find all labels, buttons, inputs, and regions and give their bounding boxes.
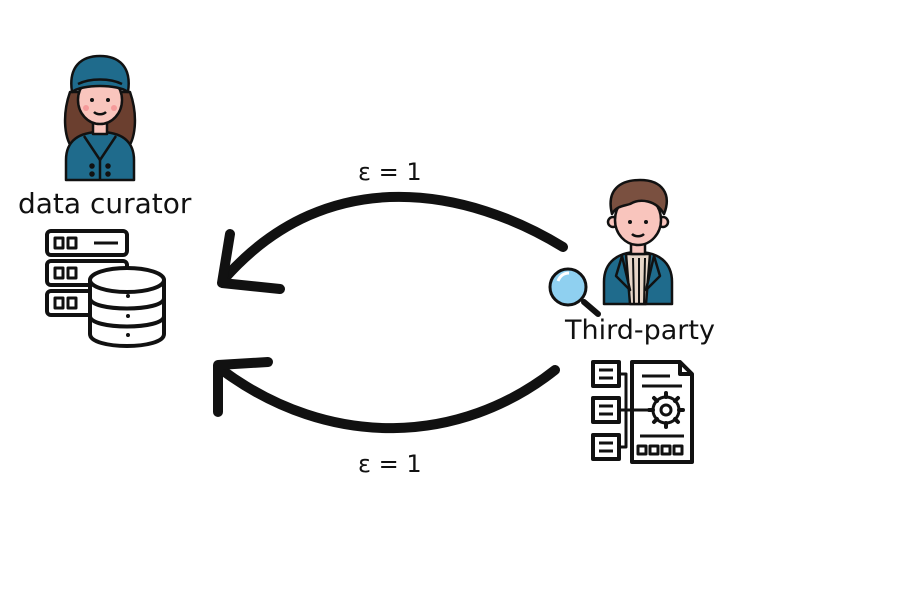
arrow-bottom-label: ε = 1 [358, 450, 422, 478]
arrow-top-head [217, 229, 285, 294]
arrow-top [217, 192, 568, 294]
arrow-bottom-head [213, 357, 273, 417]
settings-document-icon [591, 360, 694, 464]
data-curator-label: data curator [18, 187, 192, 220]
man-avatar-icon [602, 178, 674, 306]
woman-avatar-icon [63, 54, 137, 182]
third-party-label: Third-party [565, 315, 715, 346]
arrow-bottom [213, 357, 560, 434]
arrow-bottom-shaft [217, 365, 560, 434]
arrow-top-label: ε = 1 [358, 158, 422, 186]
arrow-top-shaft [220, 192, 568, 283]
database-server-icon [45, 229, 166, 348]
magnifier-icon [548, 267, 601, 317]
